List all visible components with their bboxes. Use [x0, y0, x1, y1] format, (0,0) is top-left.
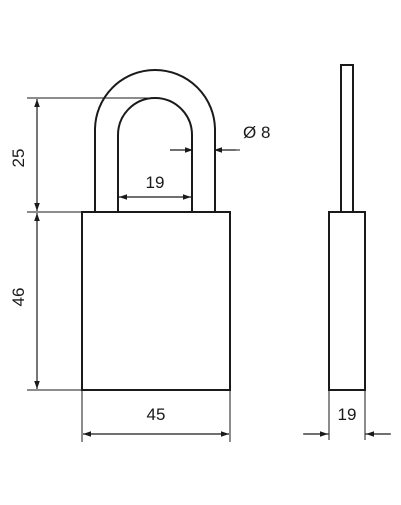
side-shackle: [340, 64, 354, 213]
side-body: [328, 211, 366, 391]
extension-lines: [27, 97, 366, 442]
padlock-body: [81, 211, 231, 391]
label-body-width: 45: [147, 405, 166, 424]
label-shackle-inner-width: 19: [146, 173, 165, 192]
side-view: [328, 64, 366, 391]
label-shackle-diameter: Ø 8: [243, 123, 270, 142]
front-view: [81, 69, 231, 391]
label-shackle-height: 25: [9, 149, 28, 168]
label-body-height: 46: [9, 288, 28, 307]
label-body-thickness: 19: [338, 405, 357, 424]
